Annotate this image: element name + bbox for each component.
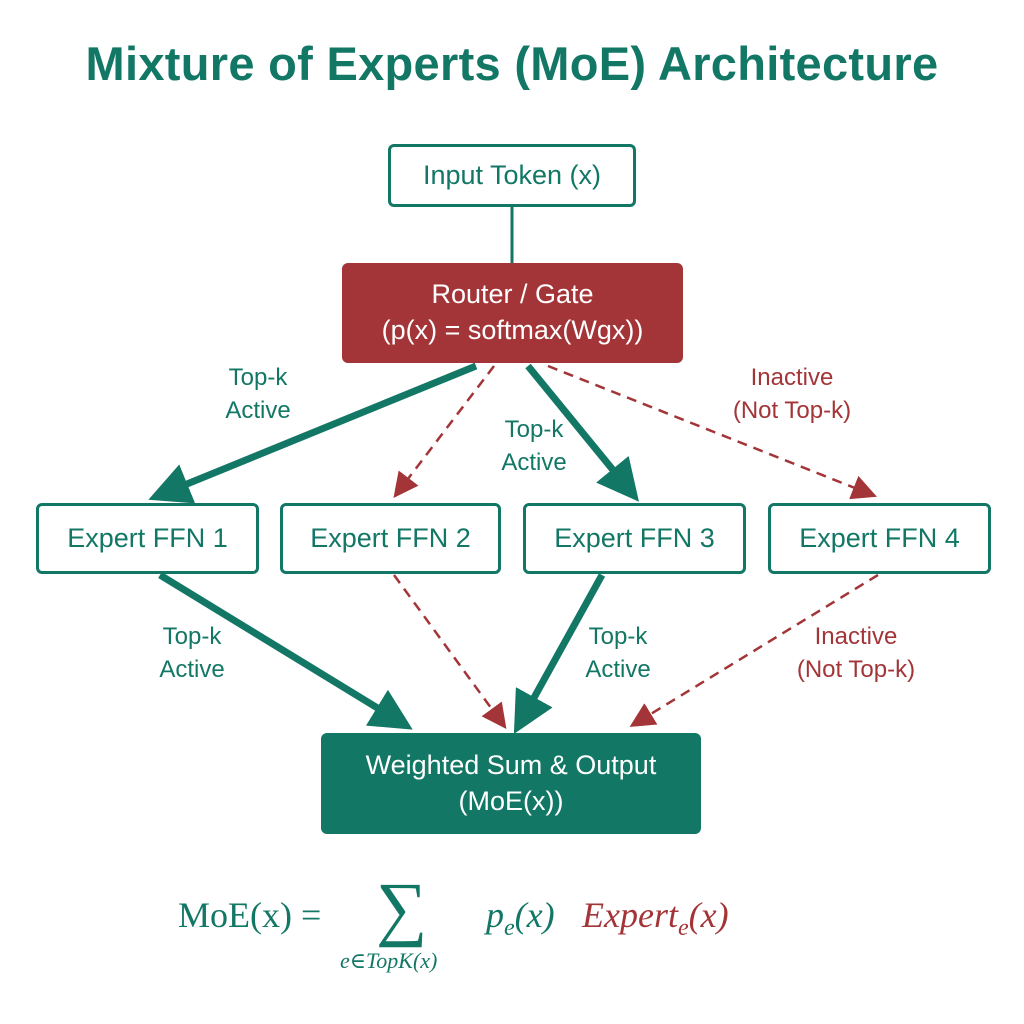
edge-label-expert-3-to-output: Top-k Active: [585, 623, 651, 684]
input-token-label: Input Token (x): [422, 159, 602, 190]
expert-label: Expert FFN 1: [67, 522, 228, 553]
edge-label-expert-1-to-output: Top-k Active: [159, 623, 225, 684]
edge-label-router-to-expert-3: Top-k Active: [501, 416, 567, 477]
expert-label: Expert FFN 3: [554, 522, 715, 553]
edge-router-to-expert-1: [148, 362, 478, 504]
edge-expert-3-to-output: [513, 573, 606, 735]
formula-gate-term: pe(x): [486, 895, 555, 942]
summation-symbol: ∑: [376, 868, 428, 948]
formula-lhs: MoE(x) =: [178, 895, 322, 935]
output-title: Weighted Sum & Output: [365, 749, 657, 780]
edge-router-to-expert-3: [525, 363, 639, 502]
expert-label: Expert FFN 2: [310, 522, 471, 553]
router-gate-node: Router / Gate (p(x) = softmax(Wgx)): [342, 263, 683, 363]
expert-ffn-2-node: Expert FFN 2: [280, 503, 501, 574]
expert-ffn-3-node: Expert FFN 3: [523, 503, 746, 574]
moe-formula: MoE(x) = ∑ e∈TopK(x) pe(x) Experte(x): [0, 872, 1024, 988]
edge-expert-4-to-output: [629, 573, 879, 727]
output-formula: (MoE(x)): [458, 785, 564, 816]
edge-router-to-expert-4: [547, 364, 877, 500]
router-formula: (p(x) = softmax(Wgx)): [381, 315, 644, 345]
formula-expert-term: Experte(x): [582, 895, 729, 942]
expert-label: Expert FFN 4: [799, 522, 960, 553]
edge-expert-2-to-output: [392, 574, 507, 730]
edge-label-router-to-expert-4: Inactive (Not Top-k): [732, 364, 852, 425]
expert-ffn-1-node: Expert FFN 1: [36, 503, 259, 574]
weighted-sum-output-node: Weighted Sum & Output (MoE(x)): [321, 733, 701, 834]
summation-subscript: e∈TopK(x): [340, 948, 438, 973]
edge-router-to-expert-2: [393, 365, 495, 498]
diagram-title: Mixture of Experts (MoE) Architecture: [85, 37, 939, 90]
edge-label-expert-4-to-output: Inactive (Not Top-k): [796, 623, 916, 684]
edge-label-router-to-expert-1: Top-k Active: [225, 364, 291, 425]
router-title: Router / Gate: [431, 279, 594, 310]
expert-ffn-4-node: Expert FFN 4: [768, 503, 991, 574]
input-token-node: Input Token (x): [388, 144, 636, 207]
edge-expert-1-to-output: [158, 572, 413, 730]
